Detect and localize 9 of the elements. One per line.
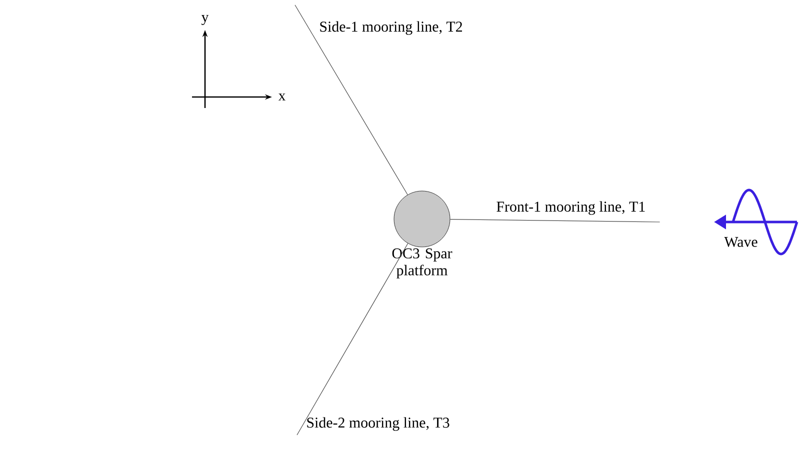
wave-label: Wave [724,237,758,247]
mooring-line [450,219,660,222]
line-label: Front-1 mooring line, T1 [496,201,645,215]
line-label: Side-1 mooring line, T2 [320,21,462,35]
mooring-line [296,243,408,436]
line-label: Side-2 mooring line, T3 [307,417,450,431]
axis-label: x [278,94,286,100]
axis-label: y [201,14,209,26]
mooring-line [294,4,408,196]
